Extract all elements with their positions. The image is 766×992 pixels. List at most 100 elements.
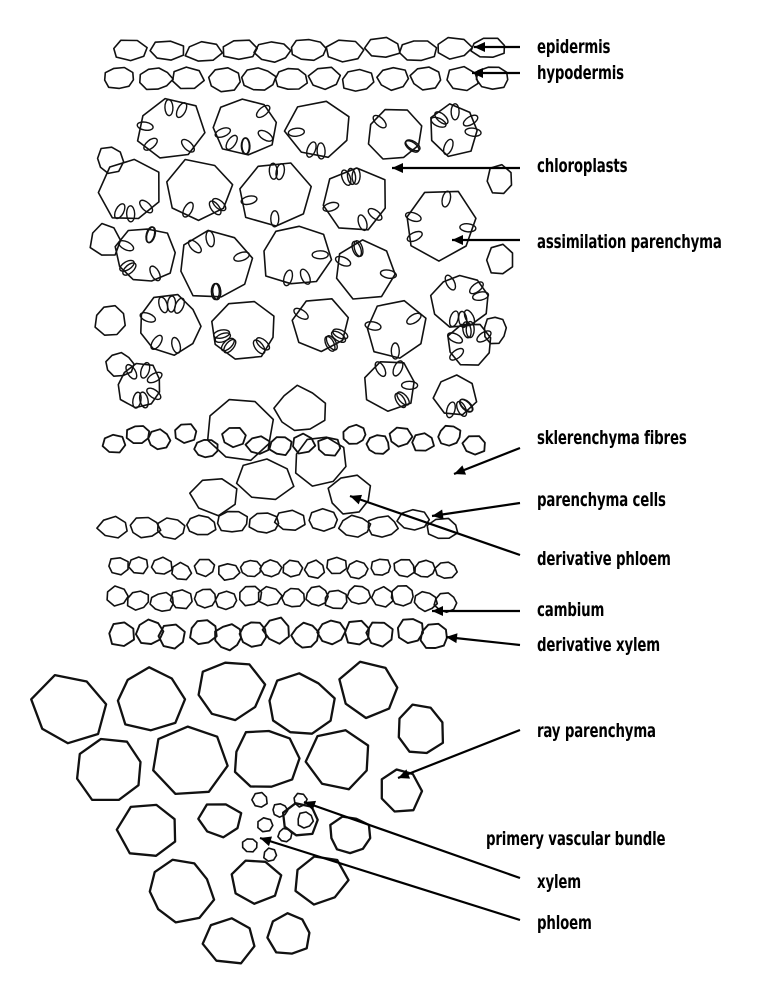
cell-wall — [365, 434, 390, 455]
chloroplast — [400, 380, 419, 391]
cell-wall — [169, 589, 193, 610]
arrowhead — [350, 494, 363, 505]
cell-wall — [304, 729, 370, 791]
cell-wall — [266, 912, 311, 955]
label-derivative-phloem: derivative phloem — [537, 548, 671, 570]
cell-wall — [129, 516, 162, 539]
chloroplast — [150, 334, 163, 351]
cell-wall — [239, 162, 312, 227]
cell-wall — [221, 427, 247, 449]
chloroplast — [119, 259, 135, 272]
chloroplast — [282, 269, 294, 287]
chloroplast — [394, 392, 407, 409]
chloroplast — [146, 371, 163, 384]
chloroplast — [445, 401, 456, 419]
cell-wall — [171, 561, 193, 581]
cell-wall — [430, 103, 478, 158]
cell-wall — [114, 228, 176, 282]
cell-wall — [419, 622, 448, 649]
cell-wall — [239, 559, 262, 578]
cell-wall — [240, 67, 277, 91]
chloroplast — [299, 268, 311, 285]
pointer-line — [397, 728, 521, 780]
pointer-line — [431, 501, 521, 518]
cell-wall — [308, 507, 339, 532]
cell-wall — [263, 225, 333, 285]
cell-wall — [140, 293, 202, 356]
label-cambium: cambium — [537, 599, 605, 621]
chloroplast — [430, 116, 447, 128]
arrowhead — [392, 163, 403, 173]
chloroplast — [346, 167, 357, 186]
cell-wall — [393, 558, 415, 578]
cell-wall — [152, 725, 229, 796]
cell-wall — [485, 243, 514, 275]
chloroplast — [434, 111, 449, 125]
cell-wall — [292, 432, 317, 455]
cell-wall — [263, 847, 278, 862]
pointer-line — [349, 494, 521, 557]
cell-wall — [108, 557, 129, 576]
chloroplast-ovals — [113, 98, 492, 419]
label-phloem: phloem — [537, 912, 592, 934]
chloroplast — [145, 226, 157, 244]
chloroplast — [158, 296, 169, 314]
cell-wall — [411, 432, 435, 452]
chloroplast — [311, 250, 329, 260]
arrowhead — [472, 68, 483, 78]
cell-wall — [396, 618, 424, 645]
cell-wall — [241, 838, 258, 853]
cell-wall — [103, 66, 135, 90]
cell-wall — [397, 703, 445, 755]
chloroplast — [459, 223, 477, 233]
chloroplast — [214, 127, 232, 138]
cell-wall — [433, 592, 458, 614]
pointer-line — [303, 800, 521, 880]
chloroplast — [136, 121, 154, 132]
chloroplast — [357, 214, 368, 232]
cell-wall — [324, 589, 348, 610]
cell-wall — [475, 66, 509, 90]
chloroplast — [122, 262, 137, 276]
label-primery-vascular-bundle: primery vascular bundle — [486, 828, 666, 850]
cell-wall — [193, 558, 216, 578]
chloroplast — [372, 114, 387, 129]
chloroplast — [270, 210, 280, 228]
cell-wall — [437, 424, 462, 447]
cell-wall — [257, 817, 274, 833]
cell-wall — [297, 811, 315, 829]
chloroplast — [448, 310, 460, 328]
chloroplast — [146, 387, 162, 401]
chloroplast — [450, 103, 460, 121]
cell-wall — [282, 559, 304, 578]
chloroplast — [138, 391, 149, 409]
cell-wall — [116, 666, 187, 732]
cell-wall — [75, 737, 142, 802]
chloroplast — [444, 274, 457, 291]
label-sklerenchyma-fibres: sklerenchyma fibres — [537, 427, 687, 449]
chloroplast — [175, 102, 188, 119]
cell-wall — [316, 619, 347, 646]
chloroplast — [455, 400, 468, 418]
label-derivative-xylem: derivative xylem — [537, 634, 661, 656]
cell-wall — [283, 100, 350, 159]
cell-wall — [317, 436, 342, 457]
chloroplast — [255, 104, 271, 119]
chloroplast — [268, 162, 279, 180]
cell-wall — [396, 508, 431, 531]
cell-wall — [305, 585, 329, 607]
chloroplast — [442, 138, 454, 156]
chloroplast — [213, 329, 231, 339]
chloroplast — [212, 282, 222, 301]
chloroplast — [396, 391, 410, 406]
chloroplast — [332, 328, 349, 340]
cell-wall — [261, 616, 290, 645]
chloroplast — [275, 163, 286, 181]
chloroplast — [351, 240, 363, 258]
cell-wall — [294, 855, 350, 906]
cell-wall — [105, 351, 135, 377]
chloroplast — [392, 360, 404, 377]
cell-wall — [326, 556, 348, 575]
cell-wall — [290, 621, 320, 649]
